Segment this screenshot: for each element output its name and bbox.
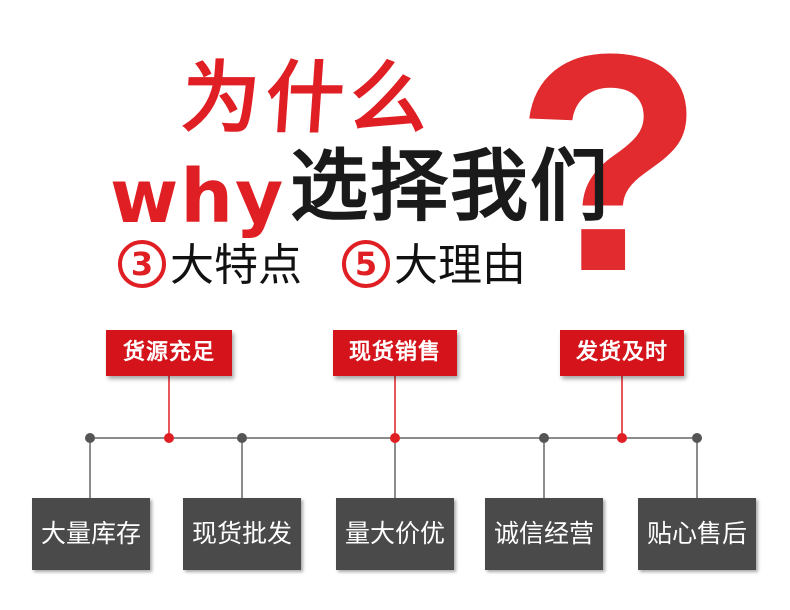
- gray-box-integrity: 诚信经营: [485, 498, 603, 570]
- feature-text: 大理由: [394, 240, 526, 291]
- gray-box-price: 量大价优: [336, 498, 454, 570]
- gray-box-aftersale: 贴心售后: [638, 498, 756, 570]
- gray-box-inventory: 大量库存: [32, 498, 150, 570]
- question-mark-graphic: ?: [515, 0, 705, 336]
- connector-dot: [237, 433, 247, 443]
- connector-dot: [85, 433, 95, 443]
- red-label-supply: 货源充足: [106, 330, 232, 376]
- feature-number-badge: 5: [342, 240, 390, 288]
- feature-number-badge: 3: [118, 240, 166, 288]
- connector-dot: [539, 433, 549, 443]
- feature-text: 大特点: [170, 240, 302, 291]
- headline-why-en: why: [110, 154, 286, 240]
- connector-dot: [692, 433, 702, 443]
- gray-box-wholesale: 现货批发: [183, 498, 301, 570]
- red-label-delivery: 发货及时: [560, 330, 684, 376]
- connector-dot: [390, 433, 400, 443]
- connector-dot: [617, 433, 627, 443]
- red-label-instock: 现货销售: [333, 330, 457, 376]
- connector-dot: [164, 433, 174, 443]
- headline-choose-us: 选择我们: [290, 142, 611, 232]
